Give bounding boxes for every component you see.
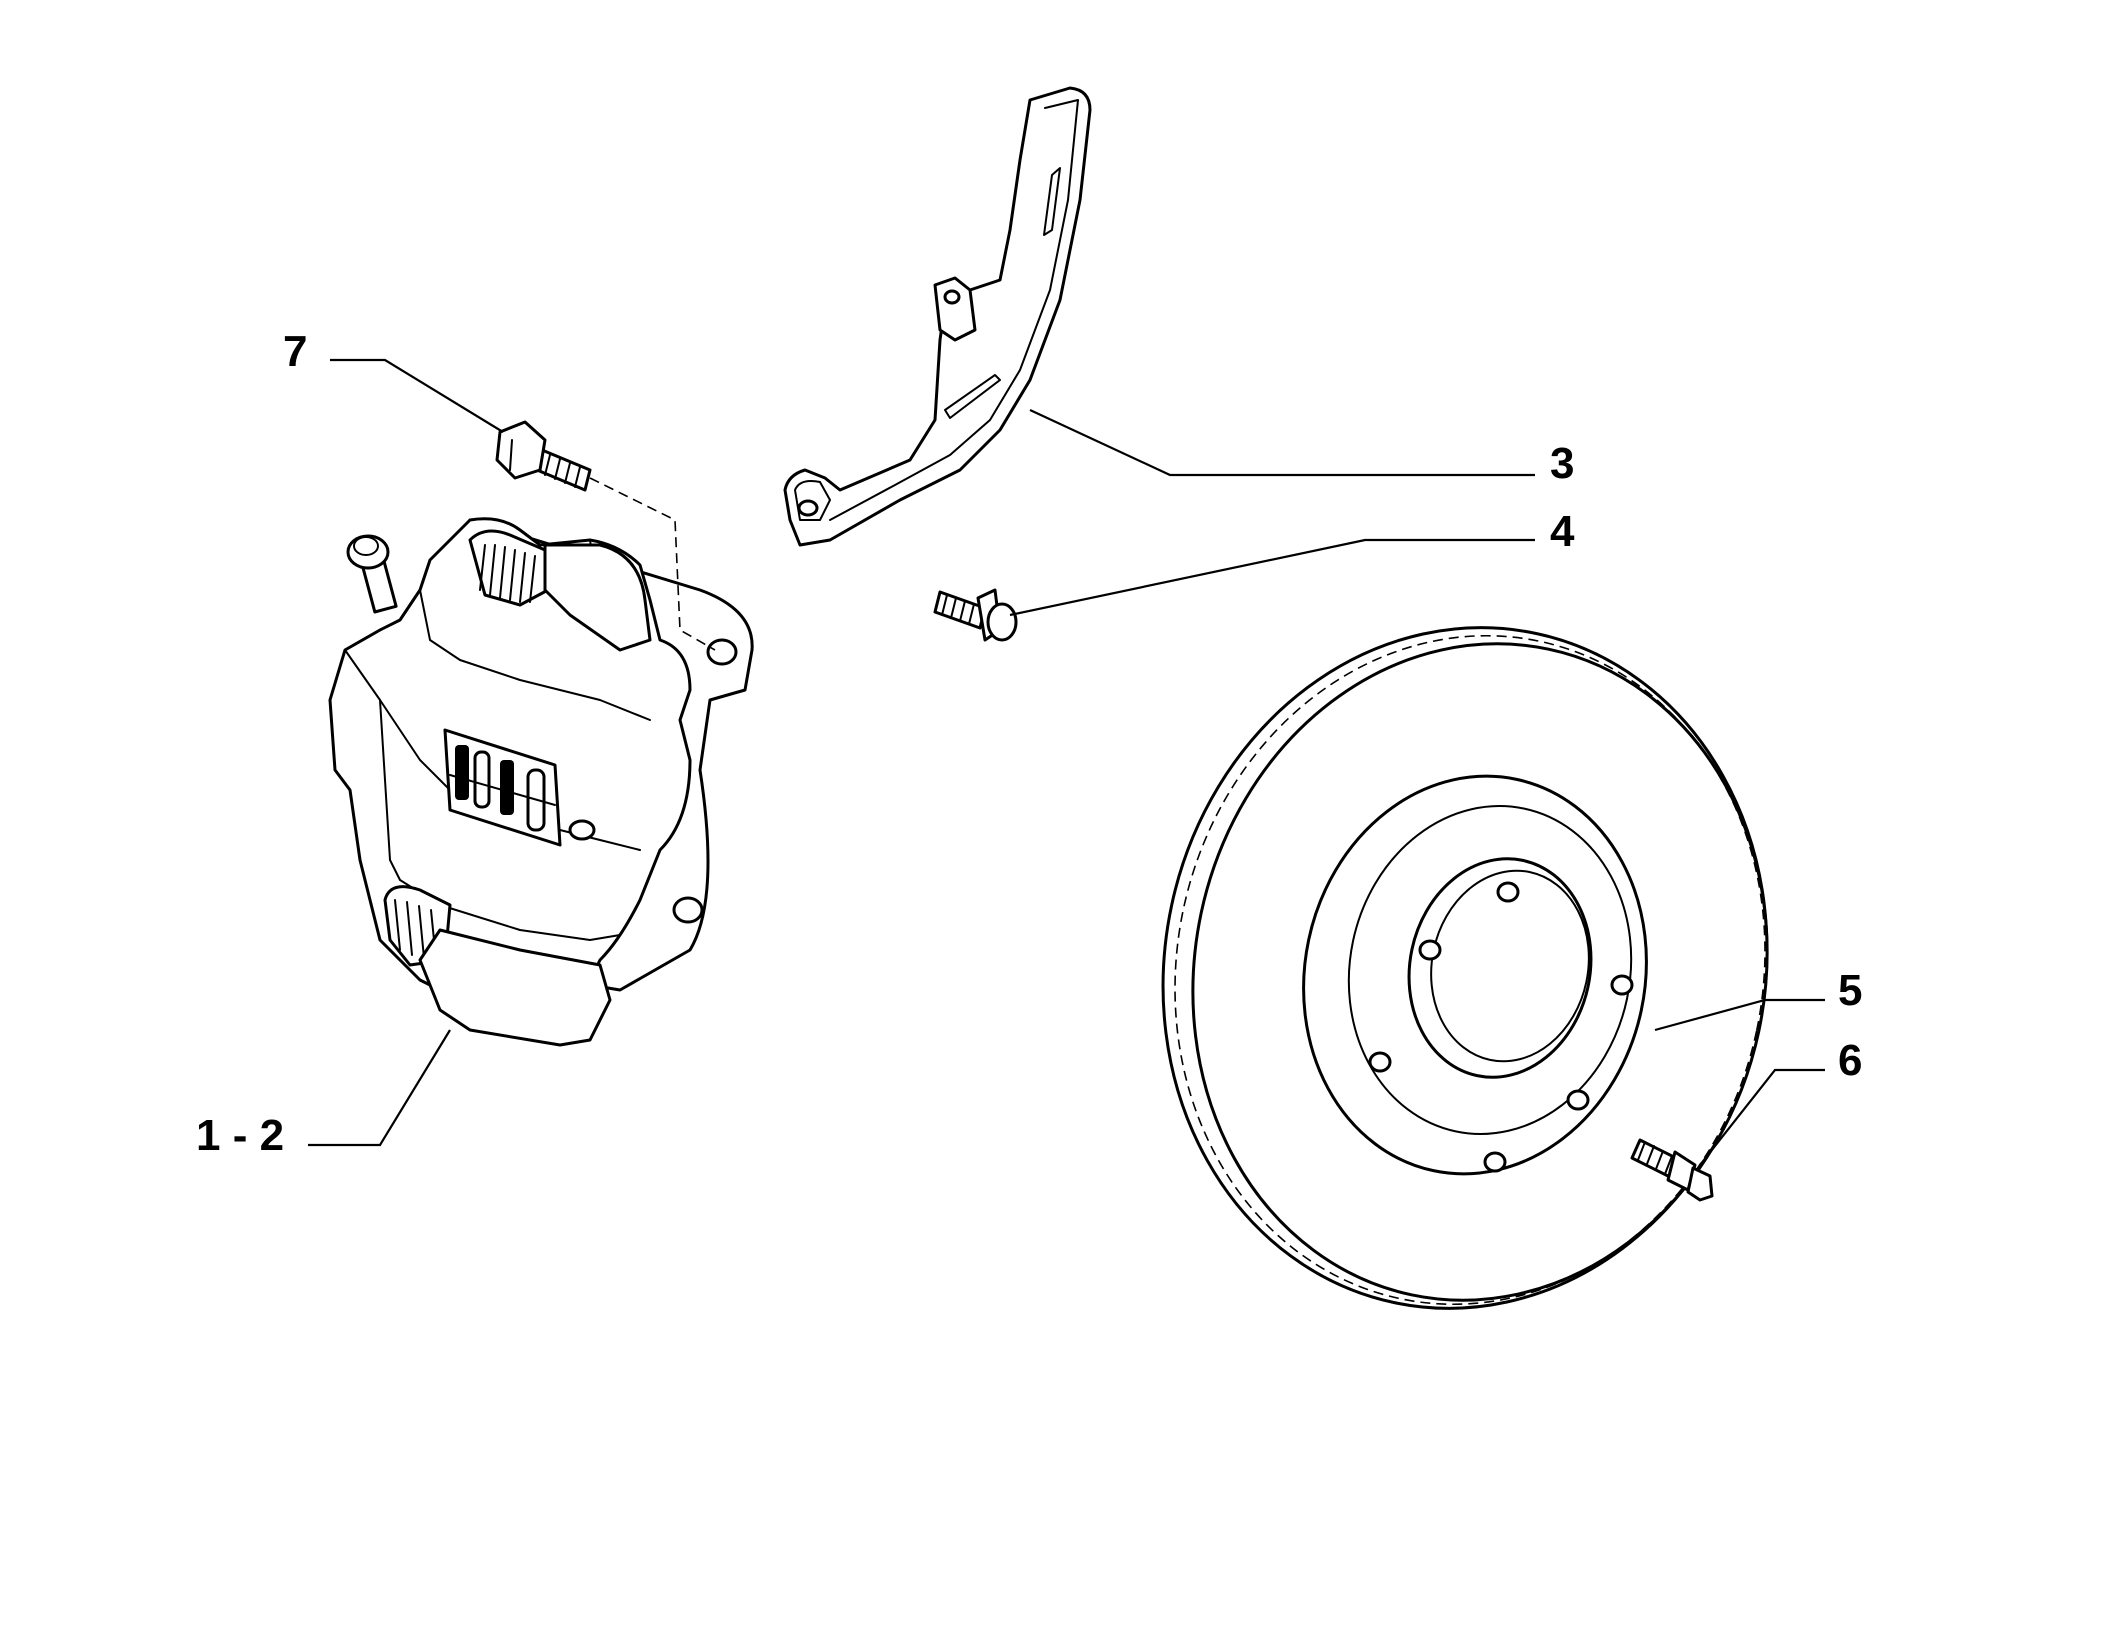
caliper-face-line-c (419, 589, 651, 721)
callout-7: 7 (283, 327, 307, 376)
disc-vent-ring (1174, 634, 1766, 1306)
screw-4-shank (933, 590, 987, 630)
leader-3 (1029, 409, 1535, 477)
bleeder-screw-head (346, 534, 390, 570)
dust-shield-boss (794, 480, 831, 521)
leader-1-2 (308, 1029, 451, 1147)
callout-5: 5 (1838, 966, 1862, 1015)
callout-3: 3 (1550, 439, 1574, 488)
caliper-side-hole (568, 819, 596, 841)
disc-center-bore (1407, 857, 1593, 1079)
bleeder-screw-cap (353, 536, 379, 556)
window-pin-2 (473, 750, 491, 809)
leader-6 (1699, 1068, 1825, 1166)
screw-6-thread (1637, 1141, 1673, 1175)
dust-shield-tab (933, 276, 977, 342)
window-pin-1 (455, 745, 469, 800)
upper-brake-pad (543, 543, 652, 652)
disc-bolt-hole-2 (1418, 939, 1442, 961)
dust-shield-slot-upper (1043, 167, 1061, 236)
bolt-7-head-face (509, 439, 513, 471)
dust-shield-screw (933, 588, 1018, 642)
screw-4-head (986, 602, 1018, 642)
dust-shield (783, 86, 1092, 547)
dust-shield-inner-edge (829, 99, 1079, 521)
dust-shield-outline (783, 86, 1092, 547)
disc-hat-mid (1347, 805, 1633, 1135)
dust-shield-mount-hole (797, 499, 819, 517)
dust-shield-slot-lower (944, 374, 1001, 419)
brake-disc (1161, 626, 1769, 1310)
disc-retaining-screw (1630, 1138, 1714, 1202)
callout-1-2: 1 - 2 (196, 1111, 284, 1160)
callout-6: 6 (1838, 1036, 1862, 1085)
screw-4-thread (941, 594, 975, 625)
upper-spring-coils (479, 544, 536, 603)
lower-brake-pad (418, 928, 612, 1047)
window-pin-3 (500, 760, 514, 815)
dust-shield-tab-hole (943, 289, 961, 305)
leader-4 (1009, 538, 1535, 617)
disc-bolt-hole-1 (1496, 881, 1520, 903)
window-divider (449, 774, 556, 806)
callout-4: 4 (1550, 507, 1575, 556)
bolt-7-alignment-line (589, 477, 716, 651)
lower-spring-coils (394, 899, 437, 961)
disc-bolt-hole-3 (1610, 974, 1634, 996)
screw-6-head (1686, 1166, 1714, 1202)
leader-7 (330, 358, 504, 433)
bracket-hole-top (706, 638, 738, 666)
disc-bolt-hole-4 (1368, 1051, 1392, 1073)
bolt-7-head (495, 420, 547, 480)
disc-bolt-hole-6 (1483, 1151, 1507, 1173)
disc-bolt-hole-5 (1566, 1089, 1590, 1111)
bracket-hole-bottom (672, 896, 704, 924)
brake-caliper (328, 517, 754, 1047)
guide-pin-bolt (495, 420, 592, 492)
leader-5 (1654, 998, 1825, 1032)
